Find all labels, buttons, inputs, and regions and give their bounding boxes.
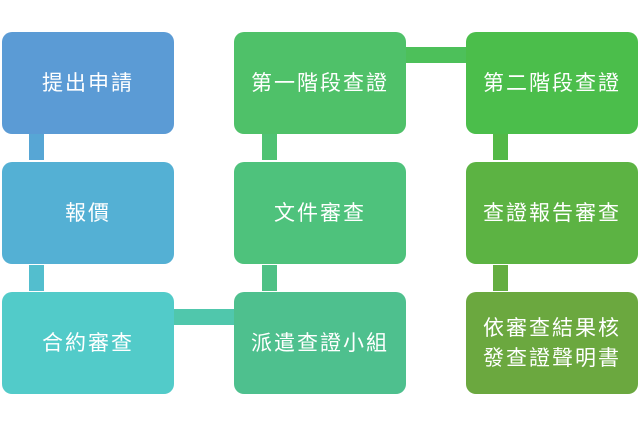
step-label: 依審查結果核 發查證聲明書 <box>483 313 621 373</box>
step-stage-one-verification: 第一階段查證 <box>234 32 406 134</box>
connector-contract-to-dispatch <box>174 309 234 325</box>
connector-stage-one-to-stage-two <box>406 47 466 63</box>
connector-stage-two-to-report-review <box>493 134 508 160</box>
step-dispatch-verification-team: 派遣查證小組 <box>234 292 406 394</box>
step-label: 第二階段查證 <box>483 71 621 95</box>
step-document-review: 文件審查 <box>234 162 406 264</box>
step-label-line-2: 發查證聲明書 <box>483 346 621 370</box>
step-label: 第一階段查證 <box>251 71 389 95</box>
step-label-line-1: 依審查結果核 <box>483 316 621 340</box>
connector-quote-to-contract <box>29 265 44 291</box>
step-issue-verification-statement: 依審查結果核 發查證聲明書 <box>466 292 638 394</box>
connector-document-review-to-stage-one <box>262 134 277 160</box>
step-label: 提出申請 <box>42 71 134 95</box>
step-label: 報價 <box>65 201 111 225</box>
connector-report-review-to-certificate <box>493 265 508 291</box>
step-contract-review: 合約審查 <box>2 292 174 394</box>
step-label: 查證報告審查 <box>483 201 621 225</box>
step-label: 文件審查 <box>274 201 366 225</box>
connector-submit-to-quote <box>29 134 44 160</box>
step-label: 合約審查 <box>42 331 134 355</box>
step-submit-application: 提出申請 <box>2 32 174 134</box>
connector-dispatch-to-document-review <box>262 265 277 291</box>
step-verification-report-review: 查證報告審查 <box>466 162 638 264</box>
step-stage-two-verification: 第二階段查證 <box>466 32 638 134</box>
step-label: 派遣查證小組 <box>251 331 389 355</box>
step-quotation: 報價 <box>2 162 174 264</box>
